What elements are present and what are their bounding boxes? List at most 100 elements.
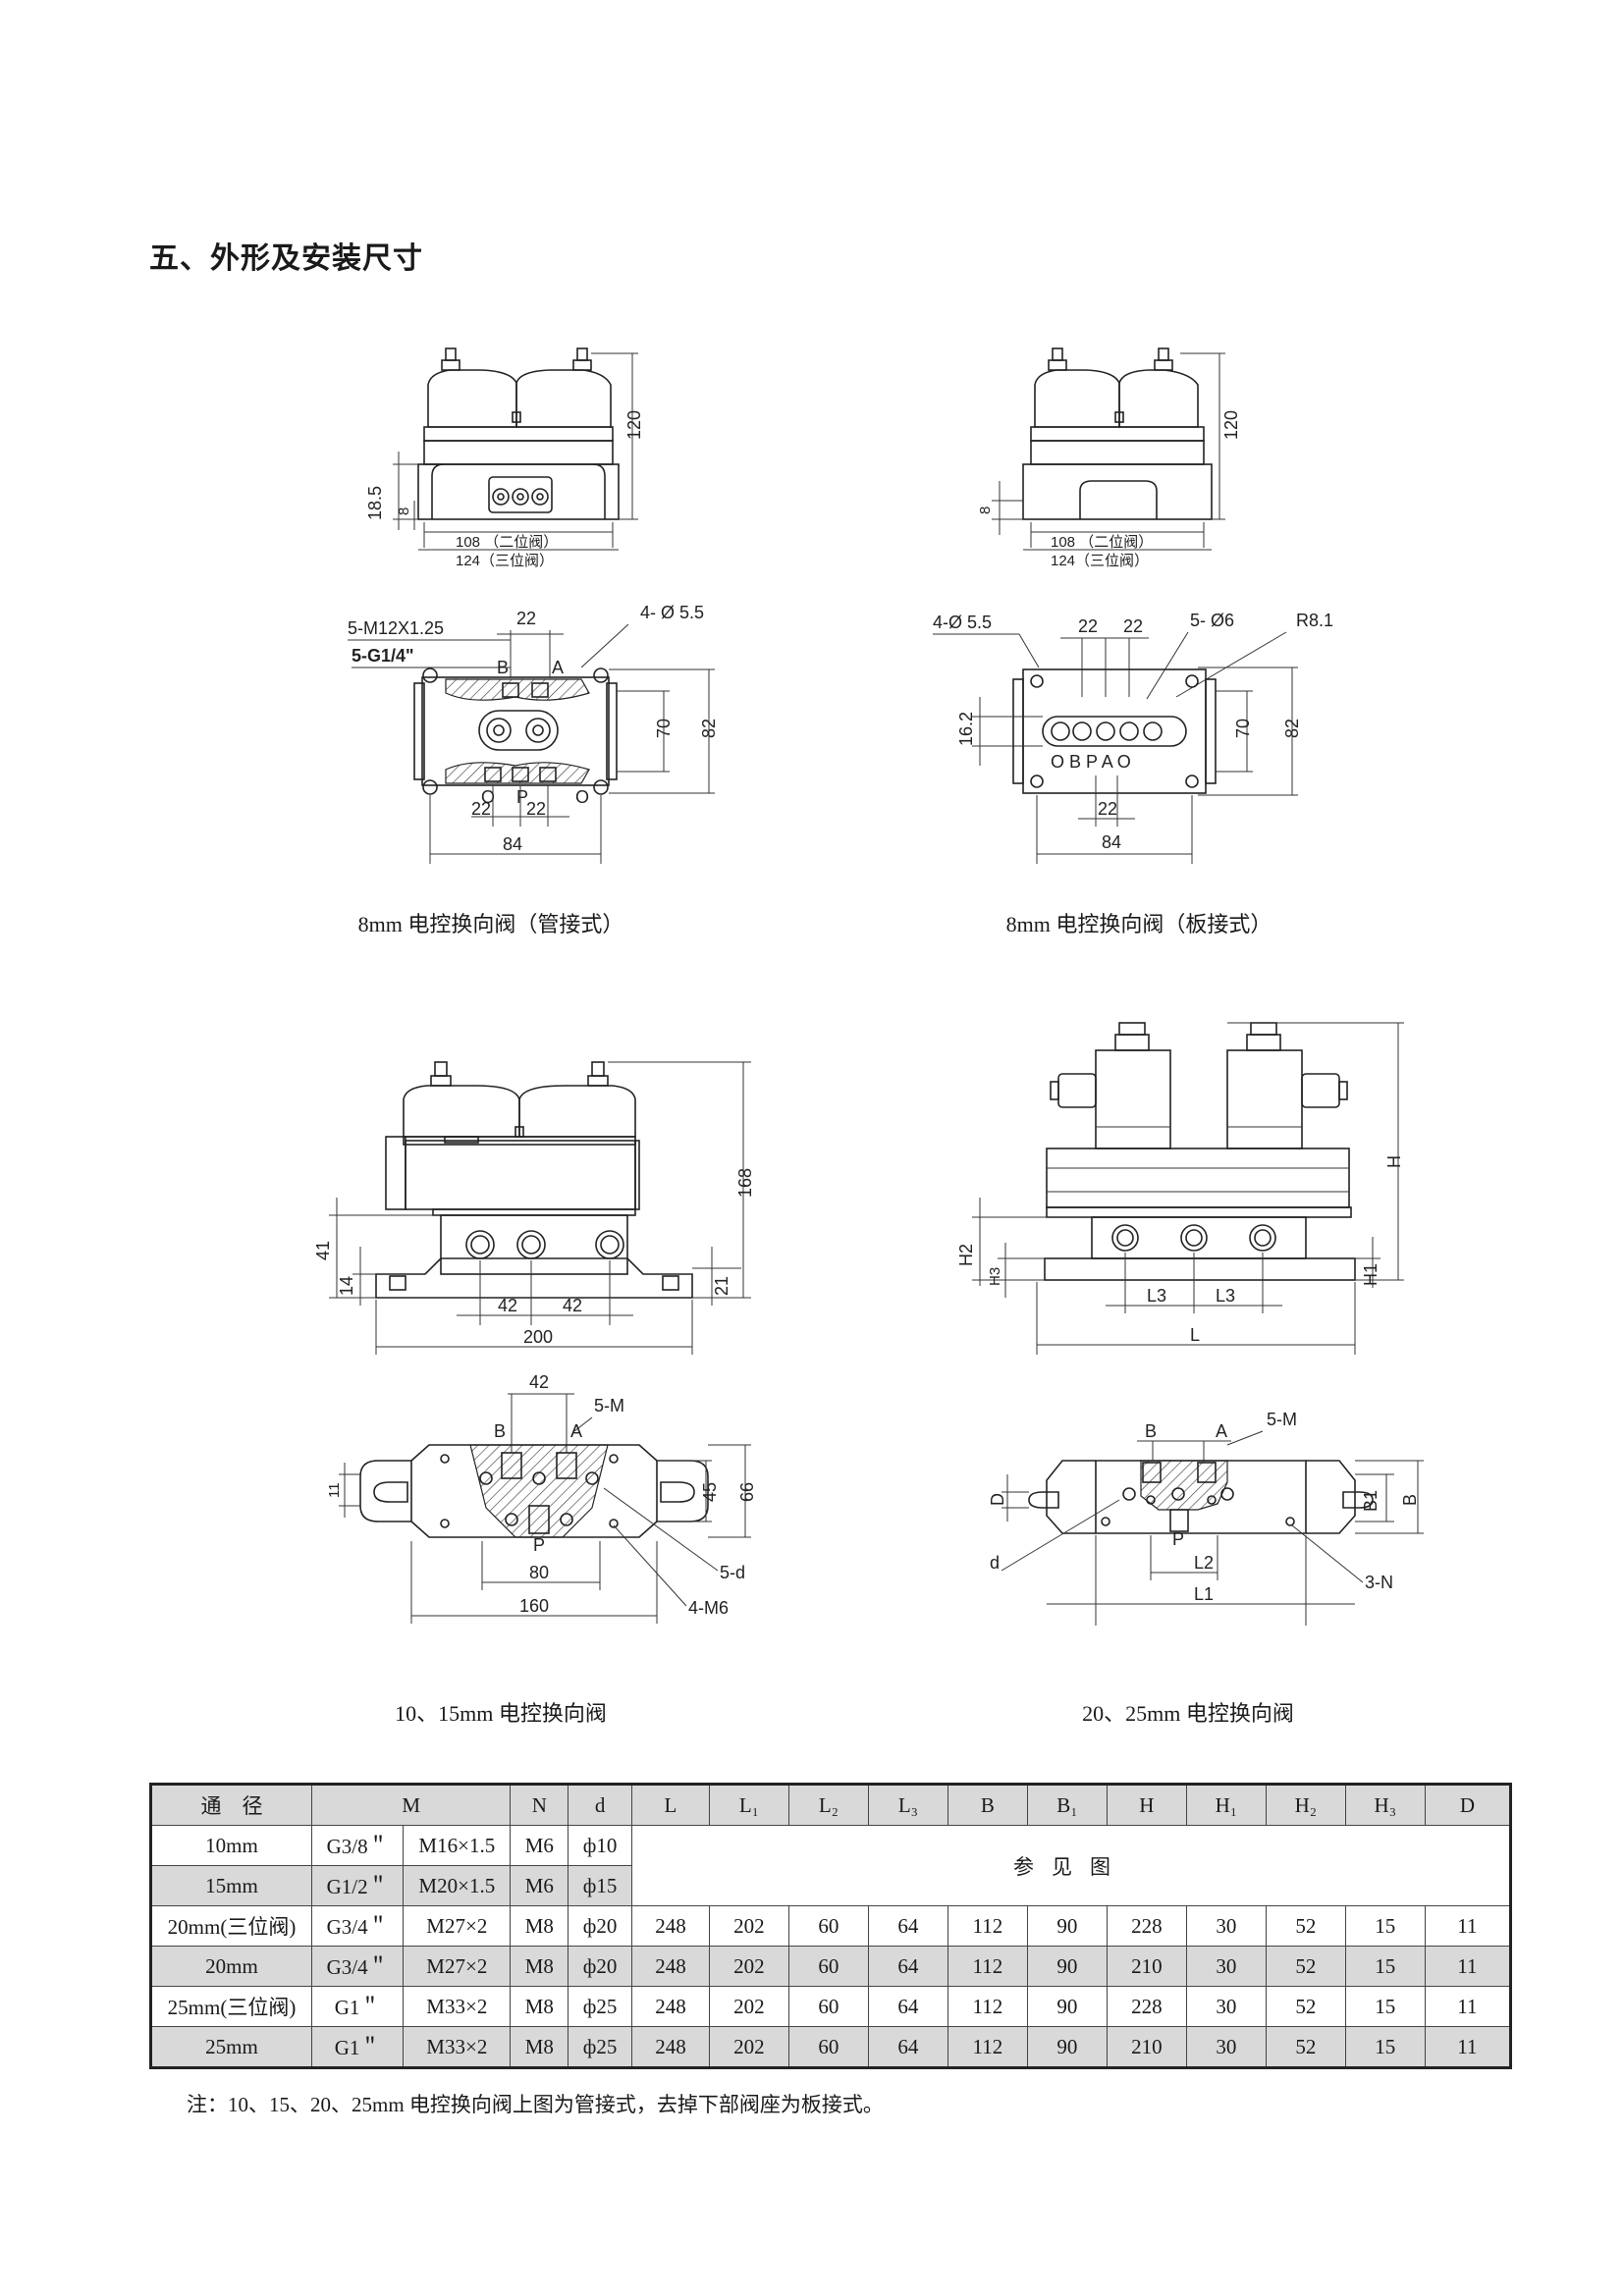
plan-view: 42 5-M B A P 11 45 66 5-d 4-M6 80	[326, 1372, 757, 1624]
cell-l1: 202	[708, 2026, 789, 2068]
cell-l3: 64	[867, 2026, 948, 2068]
cell-size: 25mm	[150, 2026, 312, 2068]
drawing-20-25mm: H H1 H2 H3 L3 L3 L B A 5-M P D	[956, 1022, 1424, 1626]
dim-120: 120	[1221, 410, 1241, 440]
drawing-8mm-plate: 120 8 108 （二位阀） 124（三位阀） 4-Ø 5.5 22 22 5…	[933, 347, 1333, 864]
cell-d: ф20	[568, 1946, 632, 1987]
cell-n: M8	[510, 1905, 569, 1947]
caption-20-25mm: 20、25mm 电控换向阀	[1082, 1701, 1294, 1726]
cell-m2: M33×2	[403, 1986, 512, 2027]
dim-45: 45	[700, 1482, 720, 1502]
cell-h3: 15	[1344, 1946, 1426, 1987]
cell-h1: 30	[1185, 1946, 1267, 1987]
cell-n: M8	[510, 1986, 569, 2027]
front-view: 120 8 108 （二位阀） 124（三位阀）	[977, 347, 1241, 569]
dim-H1: H1	[1361, 1263, 1380, 1286]
front-view: 168 21 41 14 42 42 200	[313, 1061, 755, 1355]
dim-42-b: 42	[563, 1296, 582, 1315]
cell-l2: 60	[787, 1946, 869, 1987]
cell-l1: 202	[708, 1946, 789, 1987]
cell-d: ф15	[568, 1865, 632, 1906]
cell-h1: 30	[1185, 1986, 1267, 2027]
cell-size: 15mm	[150, 1865, 312, 1906]
cell-dd: 11	[1424, 1905, 1512, 1947]
dim-L2: L2	[1194, 1553, 1214, 1573]
cell-n: M8	[510, 1946, 569, 1987]
table-row: 10mm G3/8＂ M16×1.5 M6 ф10 参见图	[150, 1825, 1512, 1906]
dim-5-m: 5-M	[1267, 1410, 1297, 1429]
cell-size: 20mm	[150, 1946, 312, 1987]
dim-11: 11	[326, 1482, 343, 1498]
cell-dd: 11	[1424, 1986, 1512, 2027]
cell-l: 248	[630, 1905, 710, 1947]
dim-H: H	[1384, 1155, 1404, 1168]
figure-8mm-pipe: 120 18.5 8 108 （二位阀） 124（三位阀） 5-M12X1.25…	[324, 334, 756, 864]
header-cell: N	[510, 1784, 569, 1826]
plan-view: 5-M12X1.25 5-G1/4" 22 4- Ø 5.5 B A O P O…	[348, 603, 719, 864]
port-b: B	[497, 658, 509, 677]
cell-l2: 60	[787, 1905, 869, 1947]
cell-m2: M16×1.5	[403, 1825, 512, 1866]
cell-h3: 15	[1344, 2026, 1426, 2068]
caption-8mm-plate: 8mm 电控换向阀（板接式）	[1005, 912, 1272, 936]
cell-h2: 52	[1265, 1946, 1346, 1987]
dim-108: 108 （二位阀）	[456, 534, 558, 551]
cell-m1: G3/8＂	[310, 1825, 405, 1866]
header-cell: L	[630, 1784, 710, 1826]
header-cell: L₃	[867, 1784, 948, 1826]
front-view: H H1 H2 H3 L3 L3 L	[956, 1022, 1404, 1355]
dim-70: 70	[1233, 719, 1253, 738]
dim-5-d: 5-d	[720, 1563, 745, 1582]
cell-h2: 52	[1265, 1905, 1346, 1947]
see-figure-cell: 参见图	[630, 1825, 1512, 1906]
plan-view: 4-Ø 5.5 22 22 5- Ø6 R8.1 O B P A O 16.2 …	[933, 611, 1333, 864]
header-cell: H	[1106, 1784, 1187, 1826]
dim-4-holes: 4-Ø 5.5	[933, 613, 992, 632]
dim-41: 41	[313, 1241, 333, 1260]
cell-m2: M33×2	[403, 2026, 512, 2068]
port-a: A	[570, 1421, 582, 1441]
cell-b: 112	[947, 1905, 1028, 1947]
drawing-10-15mm: 168 21 41 14 42 42 200 42 5-M B A P	[313, 1061, 757, 1624]
dim-120: 120	[624, 410, 644, 440]
cell-m1: G3/4＂	[310, 1946, 405, 1987]
cell-h2: 52	[1265, 2026, 1346, 2068]
dim-42-a: 42	[498, 1296, 517, 1315]
dim-22-right: 22	[526, 799, 546, 819]
cell-b1: 90	[1026, 1905, 1108, 1947]
figure-10-15mm: 168 21 41 14 42 42 200 42 5-M B A P	[280, 1021, 790, 1649]
dim-B1: B1	[1361, 1490, 1380, 1512]
dim-m12: 5-M12X1.25	[348, 618, 444, 638]
table-row: 25mm G1＂ M33×2 M8 ф25 248 202 60 64 112 …	[150, 2026, 1512, 2068]
port-b: B	[1145, 1421, 1157, 1441]
cell-n: M8	[510, 2026, 569, 2068]
dimension-table: 通 径 M N d L L₁ L₂ L₃ B B₁ H H₁ H₂ H₃ D 1…	[149, 1783, 1512, 2069]
port-o-left: O	[481, 787, 495, 807]
table-row: 20mm G3/4＂ M27×2 M8 ф20 248 202 60 64 11…	[150, 1946, 1512, 1987]
cell-n: M6	[510, 1825, 569, 1866]
port-p: P	[533, 1535, 545, 1555]
dim-22-top: 22	[516, 609, 536, 628]
cell-l: 248	[630, 1946, 710, 1987]
dim-L1: L1	[1194, 1584, 1214, 1604]
cell-l2: 60	[787, 2026, 869, 2068]
dim-B: B	[1400, 1494, 1420, 1506]
dim-14: 14	[337, 1276, 356, 1296]
cell-dd: 11	[1424, 2026, 1512, 2068]
cell-l3: 64	[867, 1946, 948, 1987]
header-cell: D	[1424, 1784, 1512, 1826]
dim-84: 84	[1102, 832, 1121, 852]
cell-d: ф10	[568, 1825, 632, 1866]
figure-20-25mm: H H1 H2 H3 L3 L3 L B A 5-M P D	[933, 1021, 1453, 1649]
dim-5-m: 5-M	[594, 1396, 624, 1415]
dim-22-b: 22	[1123, 616, 1143, 636]
cell-size: 10mm	[150, 1825, 312, 1866]
dim-42-top: 42	[529, 1372, 549, 1392]
header-cell: B	[947, 1784, 1028, 1826]
dim-66: 66	[737, 1482, 757, 1502]
cell-m2: M20×1.5	[403, 1865, 512, 1906]
dim-18-5: 18.5	[365, 486, 385, 520]
cell-b: 112	[947, 1946, 1028, 1987]
dim-82: 82	[699, 719, 719, 738]
dim-160: 160	[519, 1596, 549, 1616]
